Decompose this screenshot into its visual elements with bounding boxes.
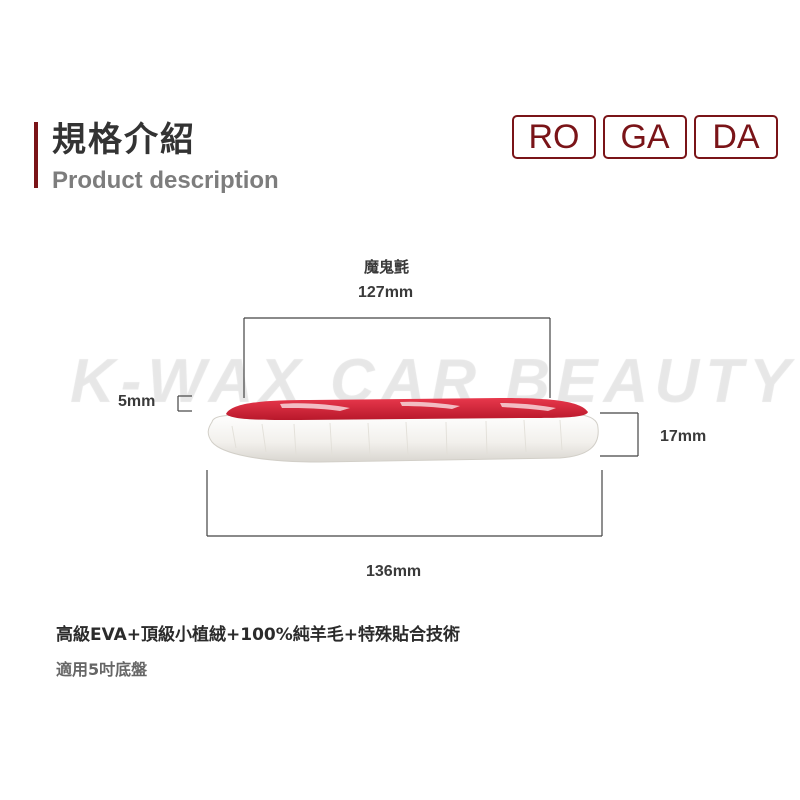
brand-logo-text-1: RO	[528, 118, 580, 156]
foam-thickness-bracket	[177, 395, 192, 412]
product-compatibility: 適用5吋底盤	[56, 660, 148, 679]
total-thickness-value: 17mm	[660, 428, 707, 445]
bottom-width-value: 136mm	[366, 563, 422, 580]
top-width-bracket	[243, 317, 551, 398]
product-description: 高級EVA+頂級小植絨+100%純羊毛+特殊貼合技術	[56, 625, 461, 645]
brand-logo-part-1: RO	[512, 115, 596, 159]
brand-logo-text-3: DA	[712, 118, 760, 156]
title-accent-bar	[34, 122, 38, 188]
bottom-width-bracket	[206, 470, 603, 537]
section-title: 規格介紹	[52, 120, 196, 160]
foam-thickness-value: 5mm	[118, 393, 156, 410]
total-thickness-bracket	[600, 412, 639, 457]
wool-pad-image	[207, 398, 599, 463]
brand-logo-text-2: GA	[620, 118, 670, 156]
velcro-label: 魔鬼氈	[364, 258, 410, 276]
section-subtitle: Product description	[52, 167, 279, 194]
top-width-value: 127mm	[358, 284, 414, 301]
brand-logo-part-2: GA	[603, 115, 687, 159]
brand-logo-part-3: DA	[694, 115, 778, 159]
